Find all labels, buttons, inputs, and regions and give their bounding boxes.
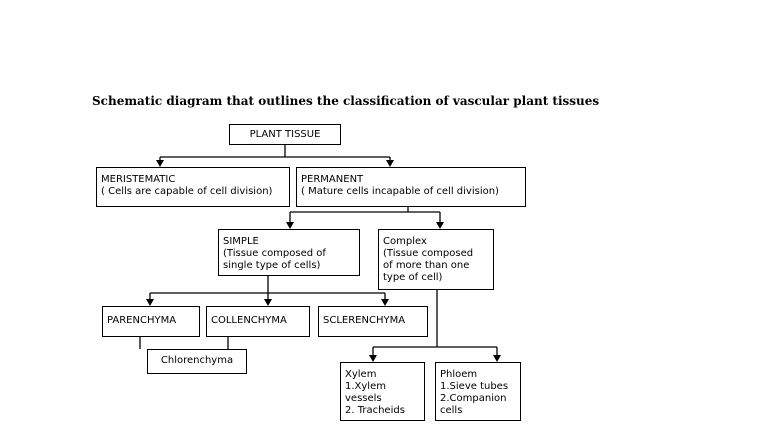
node-collenchyma: COLLENCHYMA	[206, 306, 310, 337]
node-chlorenchyma: Chlorenchyma	[147, 349, 247, 374]
node-complex: Complex (Tissue composed of more than on…	[378, 229, 494, 290]
node-sclerenchyma: SCLERENCHYMA	[318, 306, 428, 337]
node-parenchyma: PARENCHYMA	[102, 306, 200, 337]
node-plant-tissue: PLANT TISSUE	[229, 124, 341, 145]
node-meristematic: MERISTEMATIC ( Cells are capable of cell…	[96, 167, 290, 207]
node-xylem: Xylem 1.Xylem vessels 2. Tracheids	[340, 362, 425, 421]
node-simple: SIMPLE (Tissue composed of single type o…	[218, 229, 360, 276]
node-permanent: PERMANENT ( Mature cells incapable of ce…	[296, 167, 526, 207]
diagram-caption: Schematic diagram that outlines the clas…	[92, 94, 600, 108]
node-phloem: Phloem 1.Sieve tubes 2.Companion cells	[435, 362, 521, 421]
